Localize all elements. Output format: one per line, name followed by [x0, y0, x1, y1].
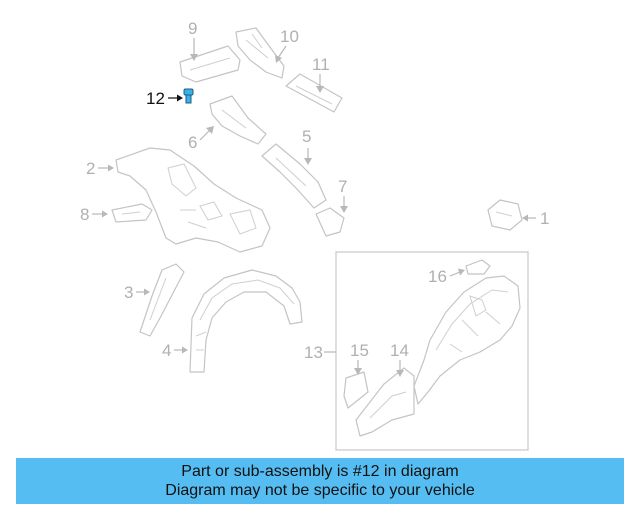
callout-13: 13	[304, 343, 336, 362]
callout-14-label: 14	[390, 341, 409, 360]
callout-9-label: 9	[188, 19, 197, 38]
callout-12: 12	[146, 89, 183, 108]
callout-7-label: 7	[338, 177, 347, 196]
callout-13-label: 13	[304, 343, 323, 362]
callout-9: 9	[188, 19, 198, 61]
callout-16-label: 16	[428, 267, 447, 286]
callout-4-label: 4	[162, 341, 171, 360]
part-15	[343, 371, 369, 409]
part-11	[285, 73, 343, 113]
callout-8: 8	[80, 205, 108, 224]
part-4	[189, 269, 303, 373]
callout-2-label: 2	[86, 159, 95, 178]
callout-10: 10	[275, 27, 299, 63]
callout-12-label: 12	[146, 89, 165, 108]
part-1	[487, 199, 523, 231]
callout-15: 15	[350, 341, 369, 375]
part-16	[465, 259, 491, 275]
callout-2: 2	[86, 159, 114, 178]
callout-10-label: 10	[280, 27, 299, 46]
banner-line-part: Part or sub-assembly is #12 in diagram	[181, 463, 459, 480]
part-10	[235, 27, 285, 79]
callout-3-label: 3	[124, 283, 133, 302]
callout-4: 4	[162, 341, 188, 360]
callout-14: 14	[390, 341, 409, 377]
callout-5-label: 5	[302, 127, 311, 146]
callout-15-label: 15	[350, 341, 369, 360]
part-12-fastener[interactable]	[183, 88, 194, 104]
callout-11: 11	[312, 55, 330, 93]
part-14	[355, 367, 415, 437]
callout-1-label: 1	[540, 209, 549, 228]
part-7	[315, 207, 345, 237]
callout-6: 6	[188, 126, 214, 152]
callout-16: 16	[428, 267, 465, 286]
banner-line-disclaimer: Diagram may not be specific to your vehi…	[165, 482, 475, 499]
part-2	[115, 147, 271, 253]
callout-3: 3	[124, 283, 150, 302]
callout-5: 5	[302, 127, 312, 165]
part-3	[139, 263, 185, 337]
callout-6-label: 6	[188, 133, 197, 152]
callout-1: 1	[522, 209, 549, 228]
part-6	[209, 95, 267, 145]
callout-11-label: 11	[312, 55, 330, 74]
callout-8-label: 8	[80, 205, 89, 224]
part-8	[111, 203, 153, 223]
part-13-inner-wheelhouse	[413, 275, 521, 405]
sub-assembly-box	[335, 251, 529, 451]
info-banner: Part or sub-assembly is #12 in diagram D…	[16, 458, 624, 504]
part-5	[261, 143, 327, 209]
part-9	[179, 45, 241, 83]
callout-7: 7	[338, 177, 348, 213]
